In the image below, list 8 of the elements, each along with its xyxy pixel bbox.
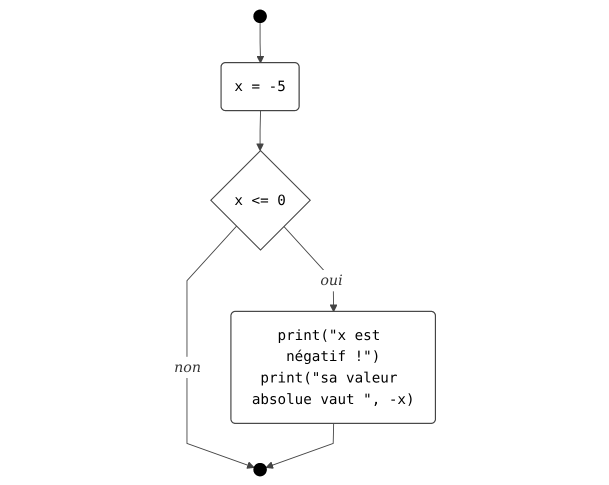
edge-label: oui — [320, 271, 342, 288]
edge-label: non — [174, 358, 201, 375]
arrow — [256, 110, 264, 150]
arrow — [283, 225, 338, 312]
node-diamond: x <= 0 — [210, 149, 311, 250]
arrow — [256, 22, 264, 63]
arrow — [265, 422, 334, 468]
arrow — [186, 225, 254, 468]
